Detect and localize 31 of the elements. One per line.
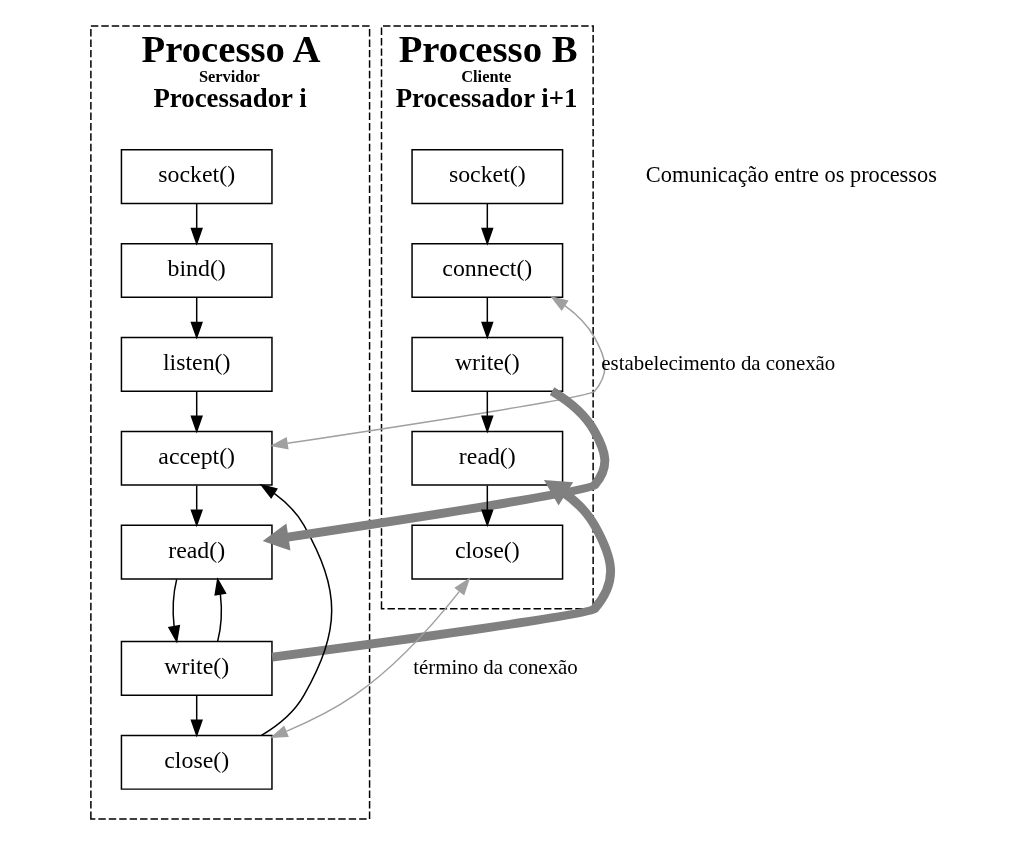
node-box: close() (410, 524, 563, 580)
node-box: read() (120, 524, 273, 580)
arrow (189, 297, 203, 340)
arrow (480, 390, 494, 434)
node-box: socket() (410, 149, 563, 205)
arrow (189, 694, 203, 738)
node-box: read() (410, 430, 563, 486)
arrow (269, 296, 606, 450)
arrow (480, 297, 494, 340)
node-box: listen() (120, 336, 273, 392)
arrow (189, 203, 203, 246)
arrow (480, 203, 494, 246)
arrow (271, 479, 615, 662)
node-box: accept() (120, 430, 273, 486)
arrow (167, 578, 180, 644)
node-box: socket() (120, 149, 273, 205)
arrow (480, 484, 494, 528)
edge-label: término da conexão (412, 654, 578, 679)
arrow (259, 483, 332, 737)
edge-label: estabelecimento da conexão (600, 350, 835, 375)
node-box: write() (410, 336, 563, 392)
node-box: bind() (120, 242, 273, 299)
arrow (213, 577, 227, 643)
label: Comunicação entre os processos (645, 161, 937, 187)
arrow (189, 484, 203, 528)
arrow (269, 577, 470, 738)
node-box: write() (120, 640, 273, 696)
arrow (189, 390, 203, 434)
node-box: close() (120, 734, 273, 790)
node-box: connect() (410, 242, 563, 299)
arrow (262, 387, 609, 551)
